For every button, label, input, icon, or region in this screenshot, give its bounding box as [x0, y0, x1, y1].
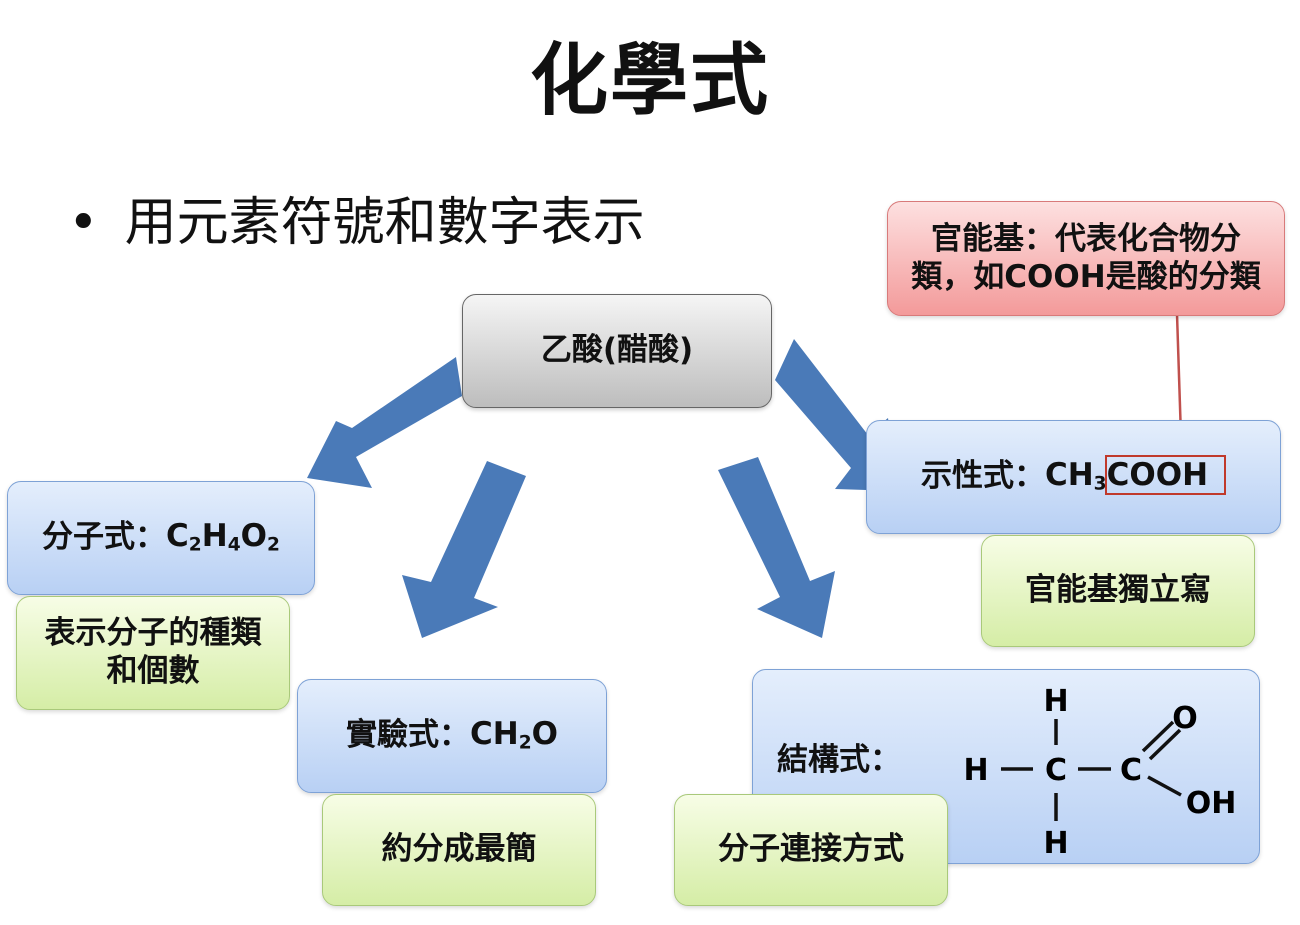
arrow-to-empirical	[402, 461, 526, 638]
arrow-to-molecular	[307, 357, 462, 488]
atom-o-top: O	[1172, 701, 1198, 736]
molecular-formula-box: 分子式：C2H4O2	[7, 481, 315, 595]
empirical-formula: CH2O	[469, 716, 558, 754]
functional-group-box: 官能基：代表化合物分類，如COOH是酸的分類	[887, 201, 1285, 316]
bullet-item: • 用元素符號和數字表示	[68, 180, 645, 255]
atom-h-top: H	[1043, 684, 1068, 719]
empirical-note: 約分成最簡	[381, 831, 537, 868]
structural-note-box: 分子連接方式	[674, 794, 948, 906]
connector-line	[1175, 313, 1183, 438]
molecular-note-box: 表示分子的種類和個數	[16, 596, 290, 710]
structural-formula-label: 結構式：	[777, 742, 901, 778]
condensed-note: 官能基獨立寫	[1025, 572, 1211, 609]
center-box-text: 乙酸(醋酸)	[540, 332, 694, 369]
empirical-formula-box: 實驗式：CH2O	[297, 679, 607, 793]
bullet-dot-icon: •	[68, 193, 99, 253]
atom-oh: OH	[1186, 786, 1237, 821]
functional-group-text: 官能基：代表化合物分類，如COOH是酸的分類	[911, 220, 1261, 295]
molecular-note: 表示分子的種類和個數	[44, 615, 262, 689]
cooh-highlight: COOH	[1104, 455, 1227, 496]
empirical-note-box: 約分成最簡	[322, 794, 596, 906]
atom-h-bottom: H	[1043, 826, 1068, 860]
condensed-formula: CH3COOH	[1045, 455, 1227, 496]
condensed-formula-box: 示性式：CH3COOH	[866, 420, 1281, 534]
empirical-formula-label: 實驗式：	[345, 717, 470, 754]
molecular-formula: C2H4O2	[166, 518, 280, 556]
page-title: 化學式	[529, 36, 770, 126]
arrow-to-structural	[718, 457, 835, 638]
structural-note: 分子連接方式	[718, 831, 904, 868]
structural-diagram: H H C C H O OH	[963, 684, 1237, 860]
atom-c2: C	[1120, 753, 1142, 788]
condensed-formula-label: 示性式：	[920, 458, 1045, 495]
condensed-note-box: 官能基獨立寫	[981, 535, 1255, 647]
bullet-text: 用元素符號和數字表示	[124, 193, 645, 253]
atom-c1: C	[1045, 753, 1067, 788]
atom-h-left: H	[963, 753, 988, 788]
molecular-formula-label: 分子式：	[42, 519, 167, 556]
center-box: 乙酸(醋酸)	[462, 294, 772, 408]
